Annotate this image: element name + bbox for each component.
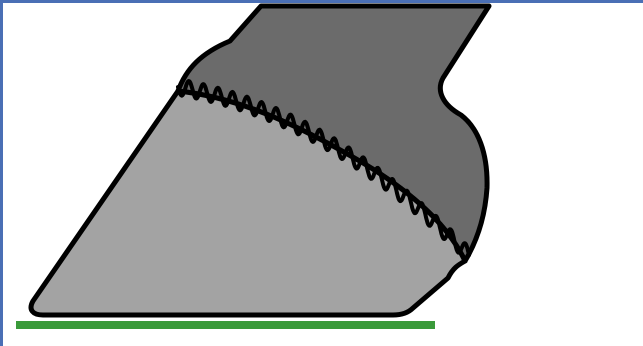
hoof-diagram bbox=[3, 3, 643, 346]
ground-line bbox=[16, 321, 435, 329]
